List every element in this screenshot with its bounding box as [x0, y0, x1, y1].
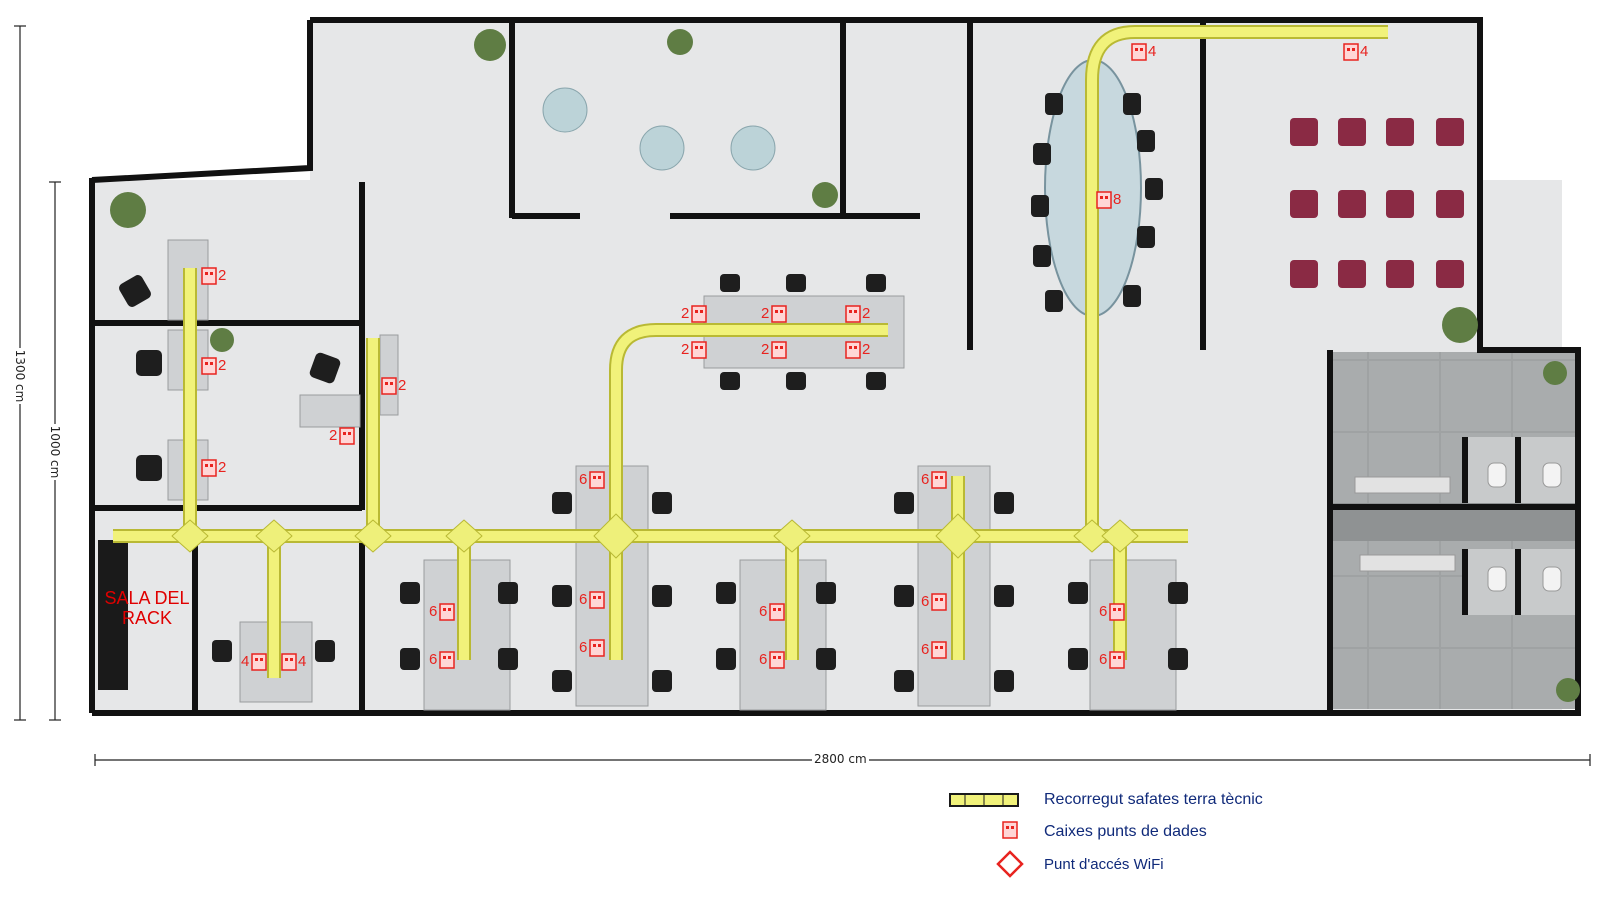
- data-box-count: 6: [921, 641, 930, 658]
- training-seats: [1290, 118, 1464, 288]
- data-box-icon: [251, 653, 267, 671]
- data-box-icon: [691, 341, 707, 359]
- data-box-icon: [381, 377, 397, 395]
- data-box-count: 2: [218, 357, 227, 374]
- data-box-icon: [439, 651, 455, 669]
- data-box-count: 6: [1099, 651, 1108, 668]
- data-box-count: 6: [429, 651, 438, 668]
- data-box-icon: [439, 603, 455, 621]
- data-box-icons: [201, 43, 1359, 671]
- data-box-icon: [281, 653, 297, 671]
- data-box-icon: [845, 341, 861, 359]
- overall-height-label: 1300 cm: [13, 348, 27, 404]
- legend-tray-symbol: [949, 793, 1019, 807]
- data-box-count: 6: [429, 603, 438, 620]
- data-box-count: 4: [241, 653, 250, 670]
- data-box-icon: [339, 427, 355, 445]
- data-box-count: 2: [218, 459, 227, 476]
- data-box-icon: [845, 305, 861, 323]
- data-box-icon: [1343, 43, 1359, 61]
- legend-wifi-label: Punt d'accés WiFi: [1044, 856, 1164, 873]
- data-box-count: 6: [921, 593, 930, 610]
- legend-data-box-label: Caixes punts de dades: [1044, 823, 1207, 840]
- data-box-count: 6: [579, 591, 588, 608]
- data-box-count: 6: [579, 639, 588, 656]
- data-box-icon: [1131, 43, 1147, 61]
- data-box-icon: [931, 593, 947, 611]
- data-box-icon: [691, 305, 707, 323]
- data-box-count: 6: [759, 603, 768, 620]
- data-box-icon: [771, 305, 787, 323]
- data-box-count: 2: [761, 305, 770, 322]
- legend-data-box-icon: [1002, 821, 1018, 839]
- data-box-icon: [201, 459, 217, 477]
- rack-room-label: SALA DEL RACK: [104, 588, 190, 628]
- width-label: 2800 cm: [812, 752, 869, 766]
- plants: [110, 29, 1580, 702]
- chairs: [119, 274, 1188, 692]
- data-box-icon: [201, 267, 217, 285]
- inner-height-label: 1000 cm: [48, 424, 62, 480]
- conference-chairs: [1031, 93, 1163, 312]
- data-box-icon: [1109, 651, 1125, 669]
- data-box-icon: [1109, 603, 1125, 621]
- data-box-count: 2: [761, 341, 770, 358]
- data-box-count: 6: [921, 471, 930, 488]
- data-box-count: 6: [579, 471, 588, 488]
- data-box-icon: [931, 471, 947, 489]
- cable-tray-route: [113, 25, 1388, 678]
- data-box-count: 4: [1148, 43, 1157, 60]
- data-box-icon: [769, 603, 785, 621]
- legend-tray-label: Recorregut safates terra tècnic: [1044, 791, 1263, 808]
- data-box-icon: [201, 357, 217, 375]
- data-box-count: 4: [298, 653, 307, 670]
- data-box-count: 2: [398, 377, 407, 394]
- bathroom-area: [1330, 352, 1578, 709]
- data-box-count: 2: [218, 267, 227, 284]
- cafeteria-tables: [542, 87, 776, 171]
- data-box-icon: [589, 639, 605, 657]
- data-box-count: 2: [862, 341, 871, 358]
- data-box-icon: [589, 591, 605, 609]
- data-box-count: 6: [759, 651, 768, 668]
- data-box-count: 2: [329, 427, 338, 444]
- data-box-icon: [769, 651, 785, 669]
- rack-cabinet: [98, 540, 128, 690]
- data-box-icon: [771, 341, 787, 359]
- data-box-count: 6: [1099, 603, 1108, 620]
- data-box-icon: [589, 471, 605, 489]
- data-box-count: 2: [681, 341, 690, 358]
- legend-wifi-icon: [996, 850, 1024, 878]
- data-box-count: 2: [862, 305, 871, 322]
- walls: [89, 17, 1581, 716]
- data-box-count: 8: [1113, 191, 1122, 208]
- data-box-count: 2: [681, 305, 690, 322]
- data-box-icon: [1096, 191, 1112, 209]
- data-box-count: 4: [1360, 43, 1369, 60]
- data-box-icon: [931, 641, 947, 659]
